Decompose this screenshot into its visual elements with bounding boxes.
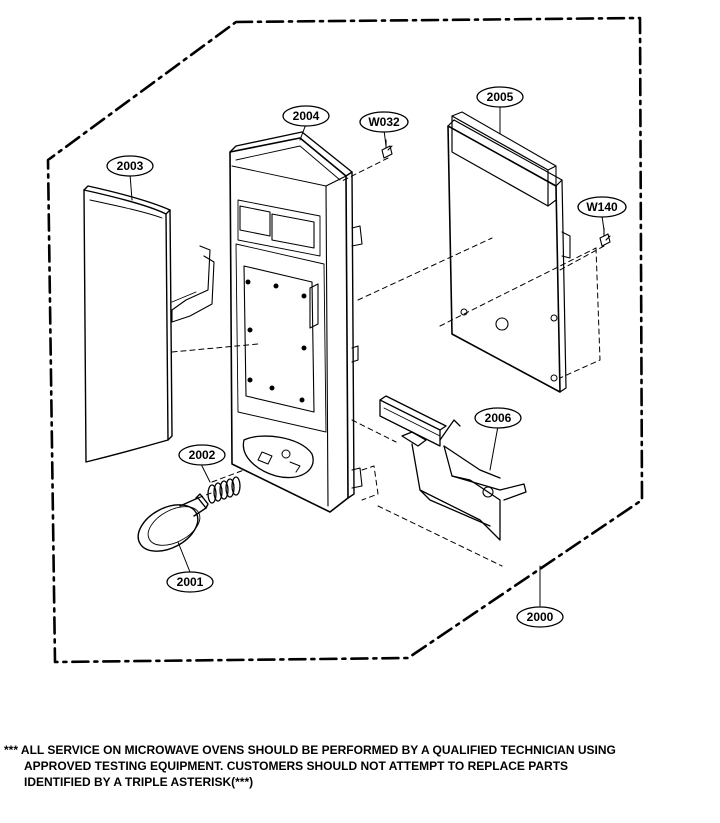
callout-w032-text: W032: [368, 115, 400, 129]
callout-2003-text: 2003: [117, 159, 144, 173]
part-2003-panel: [83, 185, 215, 463]
callout-2000: 2000: [516, 606, 564, 628]
callout-2001: 2001: [166, 571, 214, 593]
callout-2005-text: 2005: [487, 90, 514, 104]
callout-2004: 2004: [282, 105, 330, 127]
keypad-board-holes: [245, 279, 307, 403]
callout-w032: W032: [359, 111, 409, 133]
assembly-lines: [171, 157, 605, 567]
callout-2001-text: 2001: [177, 575, 204, 589]
callout-2002: 2002: [178, 444, 226, 466]
part-2001-knob: [137, 493, 209, 552]
callout-2006: 2006: [474, 407, 522, 429]
part-2004-control-panel: [229, 131, 363, 513]
screw-w140: [599, 227, 611, 247]
part-2002-spring: [207, 476, 241, 504]
callout-2006-text: 2006: [485, 411, 512, 425]
footnote-line-3: IDENTIFIED BY A TRIPLE ASTERISK(***): [24, 775, 254, 789]
exploded-parts-diagram: 2003 2004 W032 2005 W140 2006 2002 2001 …: [46, 16, 644, 664]
part-2006-bracket: [379, 395, 527, 541]
callout-2003: 2003: [106, 155, 154, 177]
callout-2004-text: 2004: [293, 109, 320, 123]
callout-w140: W140: [577, 196, 627, 218]
footnote-line-1: *** ALL SERVICE ON MICROWAVE OVENS SHOUL…: [4, 743, 616, 757]
screw-w032: [381, 139, 393, 159]
assembly-boundary: [46, 16, 644, 664]
leader-lines: [129, 105, 605, 607]
callout-2002-text: 2002: [189, 448, 216, 462]
service-footnote: *** ALL SERVICE ON MICROWAVE OVENS SHOUL…: [4, 742, 716, 790]
callout-2000-text: 2000: [527, 610, 554, 624]
callout-2005: 2005: [476, 86, 524, 108]
part-2005-pcb: [447, 111, 571, 393]
footnote-line-2: APPROVED TESTING EQUIPMENT. CUSTOMERS SH…: [24, 759, 569, 773]
callout-w140-text: W140: [586, 200, 618, 214]
